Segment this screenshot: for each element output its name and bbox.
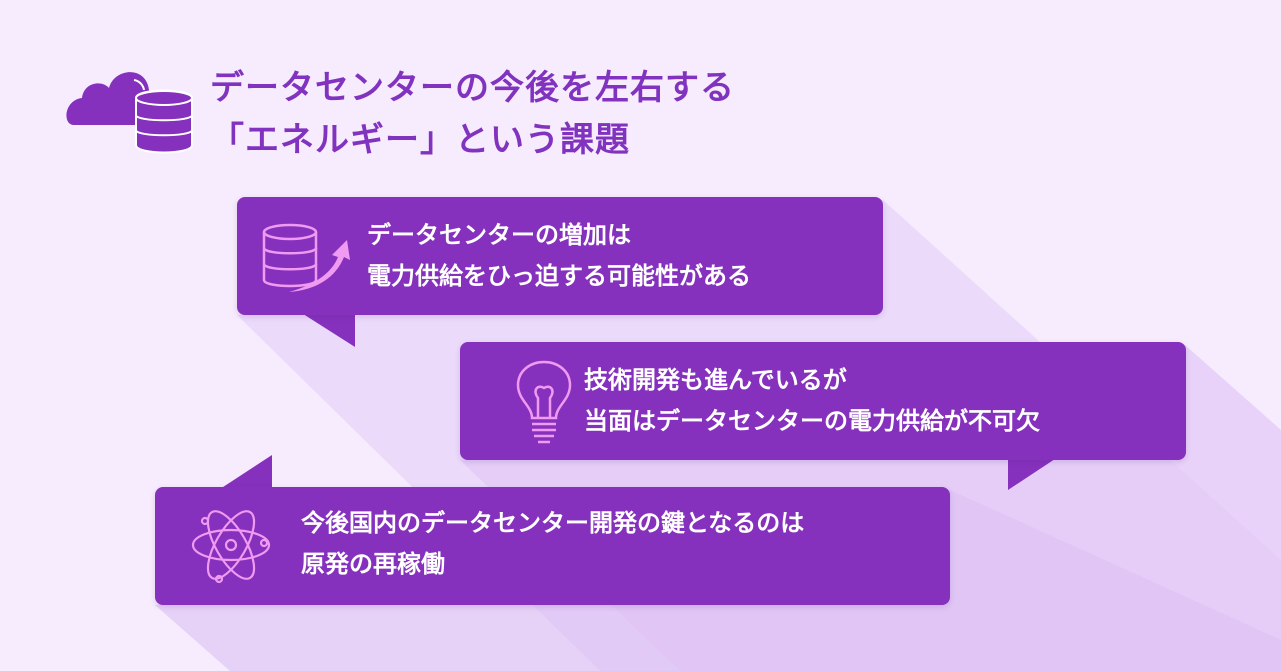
bubble-text: 技術開発も進んでいるが 当面はデータセンターの電力供給が不可欠 bbox=[584, 360, 1040, 442]
bubble-line: 技術開発も進んでいるが bbox=[584, 366, 847, 394]
bubble-line: 当面はデータセンターの電力供給が不可欠 bbox=[584, 407, 1040, 435]
bubble-tech-development: 技術開発も進んでいるが 当面はデータセンターの電力供給が不可欠 bbox=[460, 342, 1186, 460]
database-growth-icon bbox=[262, 223, 350, 292]
bubble-nuclear-restart: 今後国内のデータセンター開発の鍵となるのは 原発の再稼働 bbox=[155, 487, 950, 605]
cloud-database-icon bbox=[66, 72, 193, 154]
bubble-text: データセンターの増加は 電力供給をひっ迫する可能性がある bbox=[367, 215, 751, 297]
bubble-line: データセンターの増加は bbox=[367, 221, 631, 249]
bubble-datacenter-growth: データセンターの増加は 電力供給をひっ迫する可能性がある bbox=[237, 197, 883, 315]
bubble-line: 原発の再稼働 bbox=[301, 550, 445, 578]
bubble-line: 電力供給をひっ迫する可能性がある bbox=[367, 262, 751, 290]
bubble-text: 今後国内のデータセンター開発の鍵となるのは 原発の再稼働 bbox=[301, 503, 804, 585]
page-title: データセンターの今後を左右する 「エネルギー」という課題 bbox=[210, 62, 735, 166]
bubble-line: 今後国内のデータセンター開発の鍵となるのは bbox=[301, 509, 805, 537]
bubble-tail bbox=[1008, 457, 1058, 490]
bubble-tail bbox=[300, 312, 355, 347]
lightbulb-icon bbox=[516, 360, 572, 444]
bubble-tail bbox=[220, 455, 272, 489]
atom-icon bbox=[191, 510, 271, 584]
title-line-2: 「エネルギー」という課題 bbox=[210, 120, 630, 160]
title-line-1: データセンターの今後を左右する bbox=[210, 68, 735, 108]
